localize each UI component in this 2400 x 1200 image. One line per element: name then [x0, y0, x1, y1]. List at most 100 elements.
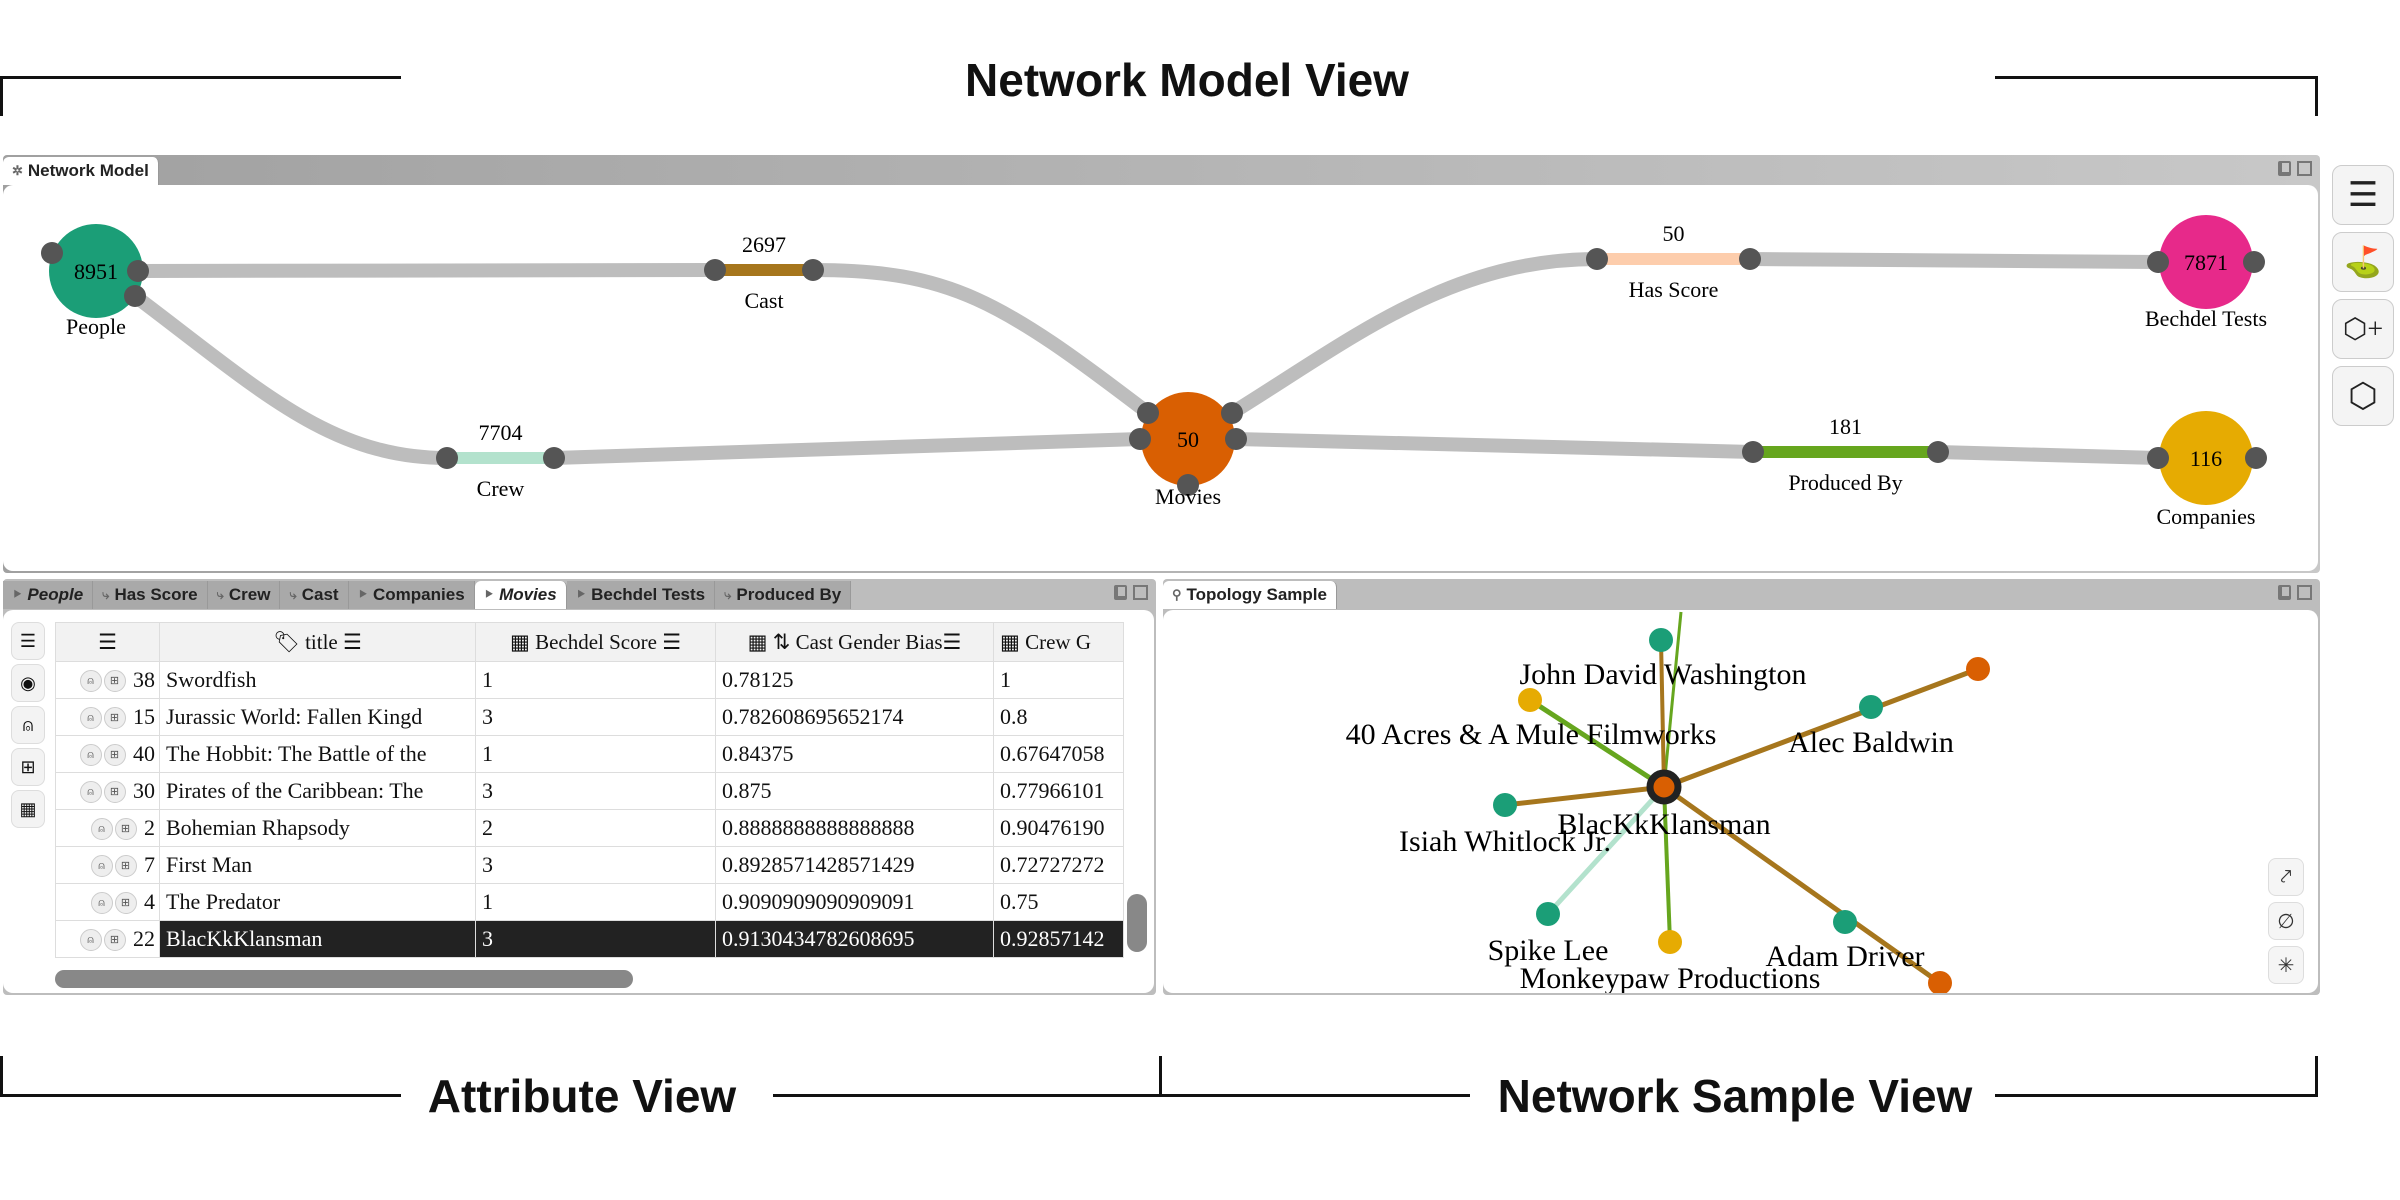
cell-crew-gender[interactable]: 0.75: [993, 883, 1124, 921]
tab-cast[interactable]: ⤷Cast: [280, 581, 349, 609]
cell-bechdel-score[interactable]: 2: [475, 809, 716, 847]
cell-bechdel-score[interactable]: 3: [475, 772, 716, 810]
tab-produced-by[interactable]: ⤷Produced By: [715, 581, 852, 609]
column-header-crew-gender[interactable]: ▦ Crew G: [993, 622, 1124, 662]
port-handle[interactable]: [436, 447, 458, 469]
cell-cast-gender-bias[interactable]: 0.782608695652174: [715, 698, 994, 736]
port-handle[interactable]: [1137, 402, 1159, 424]
cell-bechdel-score[interactable]: 3: [475, 846, 716, 884]
sample-node[interactable]: [1966, 657, 1990, 681]
hierarchy-icon[interactable]: ⊞: [103, 781, 126, 804]
cell-title[interactable]: BlacKkKlansman: [159, 920, 476, 958]
column-header-title[interactable]: 🏷 title ☰: [159, 622, 476, 662]
cell-crew-gender[interactable]: 0.90476190: [993, 809, 1124, 847]
hierarchy-icon[interactable]: ⊞: [103, 707, 126, 730]
restore-icon[interactable]: [2278, 585, 2291, 600]
cell-crew-gender[interactable]: 0.72727272: [993, 846, 1124, 884]
maximize-icon[interactable]: [2297, 161, 2312, 176]
tab-bechdel-tests[interactable]: ⯈Bechdel Tests: [566, 581, 716, 609]
column-header-cast-gender-bias[interactable]: ▦ ⇅ Cast Gender Bias☰: [715, 622, 994, 662]
node-circle[interactable]: [1141, 392, 1235, 486]
add-node-button[interactable]: ⍝: [11, 706, 45, 744]
cell-cast-gender-bias[interactable]: 0.9130434782608695: [715, 920, 994, 958]
port-handle[interactable]: [802, 259, 824, 281]
port-handle[interactable]: [1129, 428, 1151, 450]
hierarchy-icon[interactable]: ⊞: [114, 855, 137, 878]
port-handle[interactable]: [1739, 248, 1761, 270]
port-handle[interactable]: [1927, 441, 1949, 463]
cell-cast-gender-bias[interactable]: 0.78125: [715, 661, 994, 699]
port-handle[interactable]: [2245, 447, 2267, 469]
cell-crew-gender[interactable]: 1: [993, 661, 1124, 699]
port-handle[interactable]: [704, 259, 726, 281]
expand-button[interactable]: ✳: [2268, 946, 2304, 984]
cube-button[interactable]: ⬡: [2332, 366, 2394, 426]
sample-node[interactable]: [1518, 688, 1542, 712]
cell-bechdel-score[interactable]: 1: [475, 735, 716, 773]
cell-crew-gender[interactable]: 0.92857142: [993, 920, 1124, 958]
add-neighbor-icon[interactable]: ⍝: [90, 855, 113, 878]
menu-icon[interactable]: ☰: [942, 630, 962, 654]
center-node[interactable]: [1646, 769, 1682, 805]
node-circle[interactable]: [2159, 215, 2253, 309]
tab-movies[interactable]: ⯈Movies: [474, 581, 567, 609]
add-neighbor-icon[interactable]: ⍝: [90, 892, 113, 915]
port-handle[interactable]: [2147, 447, 2169, 469]
tab-network-model[interactable]: ✲Network Model: [3, 157, 159, 185]
cell-bechdel-score[interactable]: 1: [475, 661, 716, 699]
cell-crew-gender[interactable]: 0.77966101: [993, 772, 1124, 810]
columns-button[interactable]: ▦: [11, 790, 45, 828]
port-handle[interactable]: [1221, 402, 1243, 424]
node-circle[interactable]: [2159, 411, 2253, 505]
column-header-bechdel-score[interactable]: ▦ Bechdel Score ☰: [475, 622, 716, 662]
table-menu-button[interactable]: ☰: [11, 622, 45, 660]
add-neighbor-icon[interactable]: ⍝: [79, 707, 102, 730]
cell-cast-gender-bias[interactable]: 0.9090909090909091: [715, 883, 994, 921]
port-handle[interactable]: [543, 447, 565, 469]
cell-cast-gender-bias[interactable]: 0.84375: [715, 735, 994, 773]
cell-title[interactable]: Bohemian Rhapsody: [159, 809, 476, 847]
cell-bechdel-score[interactable]: 3: [475, 698, 716, 736]
add-neighbor-icon[interactable]: ⍝: [79, 929, 102, 952]
add-neighbor-icon[interactable]: ⍝: [79, 744, 102, 767]
cell-title[interactable]: The Hobbit: The Battle of the: [159, 735, 476, 773]
tab-companies[interactable]: ⯈Companies: [348, 581, 475, 609]
port-handle[interactable]: [1742, 441, 1764, 463]
cell-bechdel-score[interactable]: 1: [475, 883, 716, 921]
hierarchy-icon[interactable]: ⊞: [114, 892, 137, 915]
port-handle[interactable]: [2147, 251, 2169, 273]
tab-has-score[interactable]: ⤷Has Score: [93, 581, 208, 609]
port-handle[interactable]: [41, 242, 63, 264]
add-cube-button[interactable]: ⬡+: [2332, 299, 2394, 359]
layout-button[interactable]: ⤤: [2268, 858, 2304, 896]
row-menu-header[interactable]: ☰: [55, 622, 160, 662]
vertical-scrollbar[interactable]: [1127, 894, 1147, 952]
hierarchy-icon[interactable]: ⊞: [103, 670, 126, 693]
cell-title[interactable]: First Man: [159, 846, 476, 884]
sample-node[interactable]: [1649, 628, 1673, 652]
clear-button[interactable]: ∅: [2268, 902, 2304, 940]
menu-button[interactable]: ☰: [2332, 165, 2394, 225]
port-handle[interactable]: [1586, 248, 1608, 270]
sample-node[interactable]: [1658, 930, 1682, 954]
visibility-button[interactable]: ◉: [11, 664, 45, 702]
cell-title[interactable]: Swordfish: [159, 661, 476, 699]
restore-icon[interactable]: [2278, 161, 2291, 176]
